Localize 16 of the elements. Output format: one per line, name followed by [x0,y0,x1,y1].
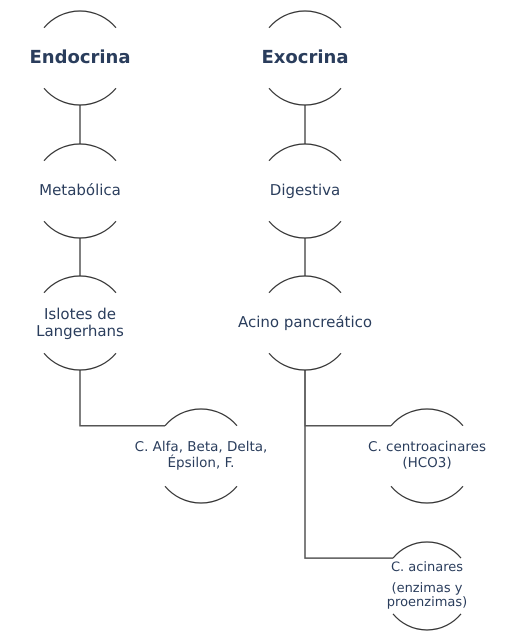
node-label: Islotes de Langerhans [35,306,125,340]
node-label: Metabólica [39,182,121,200]
node-heading: Endocrina [29,48,131,68]
connector-line [304,370,393,559]
node-label: C. acinares [390,560,464,576]
node-label: Acino pancreático [238,314,372,332]
connector-line [304,238,306,276]
connector-line [79,238,81,276]
node-label: Digestiva [270,182,340,200]
connector-line [79,370,165,427]
connector-line [304,105,306,144]
connector-line [79,105,81,144]
node-label: C. Alfa, Beta, Delta, Épsilon, F. [134,440,268,472]
node-label: C. centroacinares (HCO3) [367,440,487,472]
node-heading: Exocrina [262,48,348,68]
node-label: (enzimas y proenzimas) [386,582,468,612]
